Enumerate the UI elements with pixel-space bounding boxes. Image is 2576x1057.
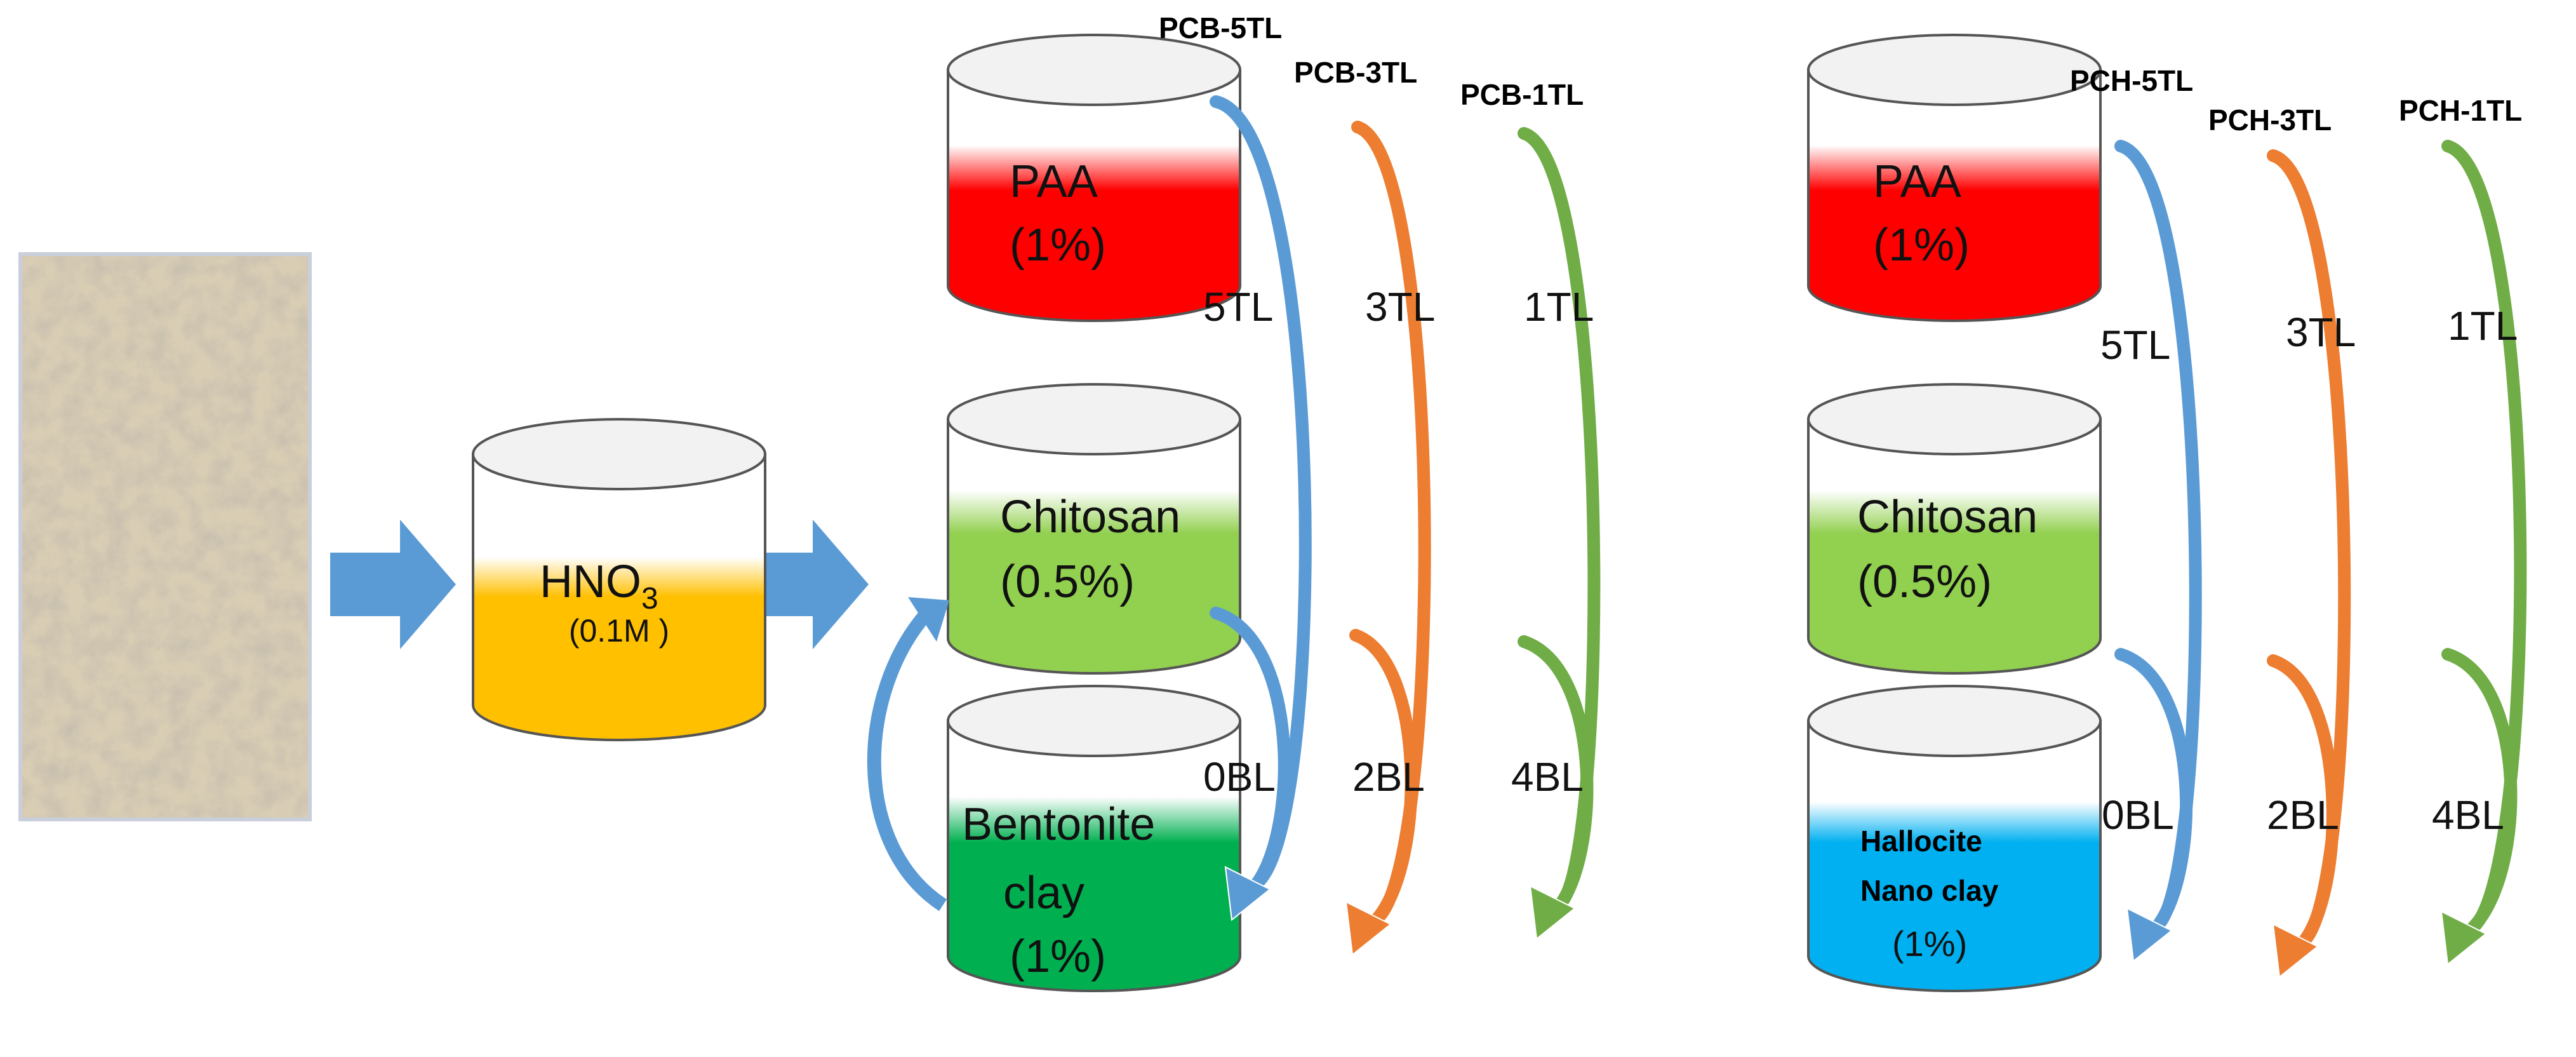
pcb-paa-label: PAA <box>1010 156 1098 207</box>
process-arrow-2 <box>743 520 869 649</box>
pcb-0bl-label: 0BL <box>1203 754 1276 800</box>
pcb-bentonite-clay-beaker <box>947 685 1241 992</box>
pch-paa-beaker <box>1807 34 2102 322</box>
pcb-chitosan-beaker <box>947 383 1241 675</box>
pcb-chitosan-concentration: (0.5%) <box>1000 556 1135 607</box>
pcb-chitosan-label: Chitosan <box>1000 492 1180 542</box>
process-arrow-1 <box>330 520 456 649</box>
pcb-paa-concentration: (1%) <box>1010 220 1106 271</box>
pch-chitosan-beaker <box>1807 383 2102 675</box>
pch-paa-concentration: (1%) <box>1873 220 1970 271</box>
nitric-acid-label: HNO3 <box>540 556 658 616</box>
pch-clay-label-line2: Nano clay <box>1860 874 1999 907</box>
pcb-clay-label-line1: Bentonite <box>962 799 1155 850</box>
pcb-clay-label-line2: clay <box>1003 868 1084 919</box>
pch-3tl-label: 3TL <box>2286 309 2356 355</box>
pch-chitosan-concentration: (0.5%) <box>1857 556 1992 607</box>
pch-5tl-label: 5TL <box>2100 322 2170 368</box>
pcb-2bl-label: 2BL <box>1352 754 1425 800</box>
pcb-clay-concentration: (1%) <box>1010 931 1106 982</box>
pcb-5tl-label: 5TL <box>1203 284 1273 330</box>
pcb-cycle-arrow <box>867 597 949 912</box>
pch-3tl-header: PCH-3TL <box>2208 104 2332 137</box>
pcb-1tl-header: PCB-1TL <box>1460 78 1584 111</box>
pch-5tl-header: PCH-5TL <box>2070 64 2193 97</box>
pch-4bl-label: 4BL <box>2432 792 2504 838</box>
pch-2bl-label: 2BL <box>2267 792 2339 838</box>
pch-clay-label-line1: Hallocite <box>1860 825 1982 858</box>
pcb-3tl-header: PCB-3TL <box>1294 56 1417 89</box>
pcb-3tl-label: 3TL <box>1365 284 1435 330</box>
pch-clay-concentration: (1%) <box>1892 924 1967 964</box>
pch-0bl-label: 0BL <box>2102 792 2174 838</box>
fabric-sample-image <box>18 252 312 821</box>
pch-1tl-label: 1TL <box>2448 303 2518 349</box>
nitric-acid-concentration: (0.1M ) <box>569 613 669 649</box>
pcb-5tl-header: PCB-5TL <box>1159 11 1282 44</box>
layer-arrows <box>1210 95 2527 978</box>
pcb-0bl-arrow <box>1210 607 1291 921</box>
pch-2bl-arrow <box>2267 654 2339 978</box>
pcb-4bl-label: 4BL <box>1511 754 1584 800</box>
pch-4bl-arrow <box>2440 648 2518 966</box>
pch-halloysite-clay-beaker <box>1807 685 2102 992</box>
pch-paa-label: PAA <box>1873 156 1961 207</box>
pcb-paa-beaker <box>947 34 1241 322</box>
pcb-2bl-arrow <box>1345 629 1418 956</box>
nitric-acid-beaker <box>472 418 766 741</box>
pcb-4bl-arrow <box>1518 635 1594 940</box>
pch-1tl-header: PCH-1TL <box>2399 94 2522 127</box>
pch-0bl-arrow <box>2114 648 2193 962</box>
pcb-1tl-label: 1TL <box>1524 284 1594 330</box>
pch-chitosan-label: Chitosan <box>1857 492 2038 542</box>
